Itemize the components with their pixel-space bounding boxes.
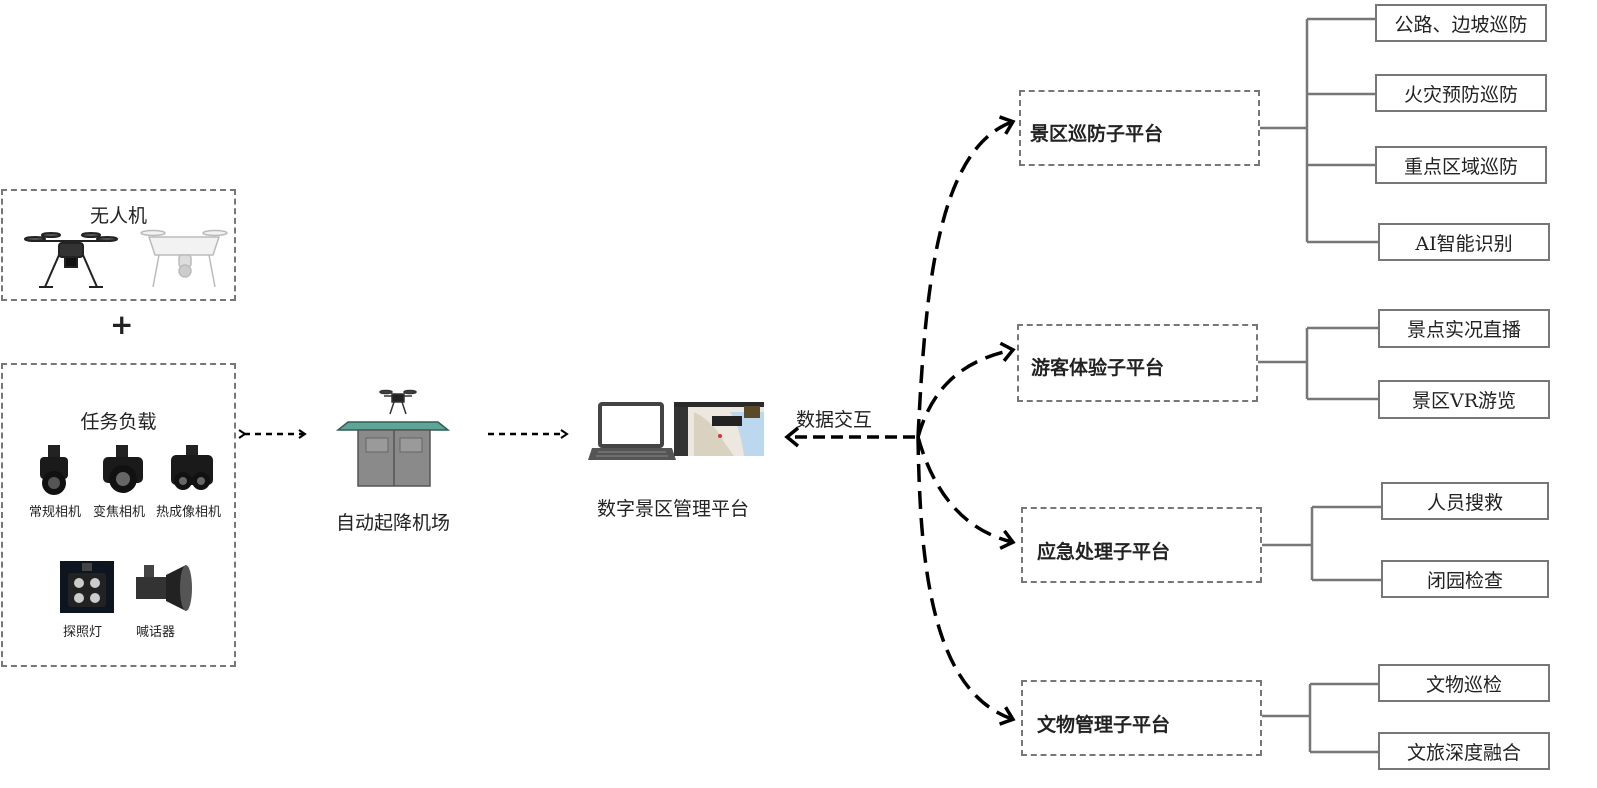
drone-title: 无人机 — [89, 205, 147, 227]
payload-label-standard: 常规相机 — [29, 505, 82, 520]
standard-camera-icon — [40, 445, 68, 495]
accessory-label-searchlight: 探照灯 — [63, 625, 103, 640]
subplatform-patrol: 景区巡防子平台 — [1019, 90, 1260, 166]
platform-label: 数字景区管理平台 — [597, 498, 750, 520]
quadcopter-drone-icon — [24, 232, 118, 288]
leaf-road-slope-patrol: 公路、边坡巡防 — [1375, 4, 1547, 42]
drone-box: 无人机 — [1, 189, 236, 301]
platform-map-screenshot-icon — [674, 402, 764, 456]
plus-sign: + — [110, 308, 134, 341]
zoom-camera-icon — [103, 445, 143, 493]
curve-to-emergency — [916, 436, 1016, 550]
subplatform-relic: 文物管理子平台 — [1021, 680, 1262, 756]
leaf-vr-tour: 景区VR游览 — [1378, 380, 1550, 419]
laptop-icon — [588, 402, 676, 460]
payload-title: 任务负载 — [80, 411, 157, 433]
airport-label: 自动起降机场 — [336, 512, 451, 534]
curve-to-patrol — [916, 115, 1016, 438]
leaf-relic-inspection: 文物巡检 — [1378, 664, 1550, 702]
subplatform-visitor-title: 游客体验子平台 — [1031, 357, 1165, 379]
accessory-label-megaphone: 喊话器 — [136, 625, 176, 640]
leaf-culture-tourism-fusion: 文旅深度融合 — [1378, 732, 1550, 770]
leaf-fire-prevention: 火灾预防巡防 — [1375, 74, 1547, 112]
leaf-park-closing-check: 闭园检查 — [1381, 560, 1549, 598]
subplatform-visitor: 游客体验子平台 — [1017, 324, 1258, 402]
subplatform-relic-title: 文物管理子平台 — [1037, 714, 1171, 736]
leaf-search-rescue: 人员搜救 — [1381, 482, 1549, 520]
data-exchange-label: 数据交互 — [796, 409, 873, 431]
phantom-drone-icon — [140, 229, 228, 288]
searchlight-icon — [60, 561, 114, 613]
thermal-camera-icon — [171, 445, 213, 490]
payload-label-zoom: 变焦相机 — [93, 505, 146, 520]
leaf-key-area-patrol: 重点区域巡防 — [1375, 146, 1547, 184]
subplatform-emergency: 应急处理子平台 — [1021, 507, 1262, 583]
payload-label-thermal: 热成像相机 — [156, 505, 222, 520]
auto-airport-icon — [335, 389, 451, 487]
curve-to-visitor — [916, 341, 1016, 438]
subplatform-emergency-title: 应急处理子平台 — [1037, 541, 1171, 563]
curve-to-relic — [916, 436, 1016, 726]
leaf-ai-recognition: AI智能识别 — [1378, 223, 1550, 261]
subplatform-patrol-title: 景区巡防子平台 — [1030, 123, 1164, 145]
megaphone-icon — [136, 565, 192, 611]
leaf-live-broadcast: 景点实况直播 — [1378, 309, 1550, 348]
payload-box: 任务负载 常规相机 变焦相机 热成像相机 探照灯 喊话 — [1, 363, 236, 667]
